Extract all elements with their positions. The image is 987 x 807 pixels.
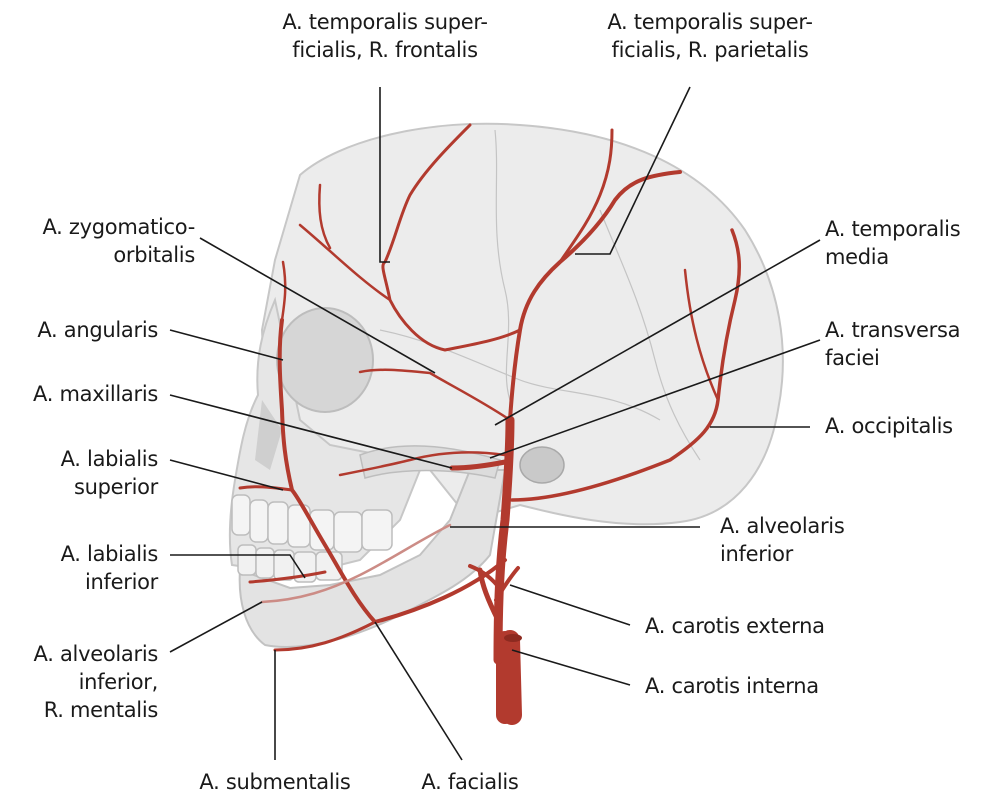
label-labialis-superior: A. labialis superior [0,445,158,501]
label-labialis-inferior: A. labialis inferior [0,540,158,596]
label-transversa-faciei: A. transversa faciei [825,316,985,372]
label-submentalis: A. submentalis [180,768,370,796]
label-alveolaris-inferior-mentalis: A. alveolaris inferior, R. mentalis [0,640,158,724]
leader-carotis-interna [512,650,630,685]
skull [230,124,783,647]
orbit [277,308,373,412]
leader-alveolaris-mentalis [170,602,262,652]
label-temporalis-parietalis: A. temporalis super- ficialis, R. pariet… [575,8,845,64]
label-carotis-externa: A. carotis externa [645,612,885,640]
label-zygomatico-orbitalis: A. zygomatico- orbitalis [0,213,195,269]
external-acoustic-meatus [520,447,564,483]
label-maxillaris: A. maxillaris [0,380,158,408]
label-facialis: A. facialis [405,768,535,796]
label-angularis: A. angularis [0,316,158,344]
label-alveolaris-inferior: A. alveolaris inferior [720,512,880,568]
label-temporalis-frontalis: A. temporalis super- ficialis, R. fronta… [250,8,520,64]
label-occipitalis: A. occipitalis [825,412,985,440]
leader-carotis-externa [510,585,630,625]
label-temporalis-media: A. temporalis media [825,215,985,271]
label-carotis-interna: A. carotis interna [645,672,885,700]
leader-facialis [375,622,462,760]
